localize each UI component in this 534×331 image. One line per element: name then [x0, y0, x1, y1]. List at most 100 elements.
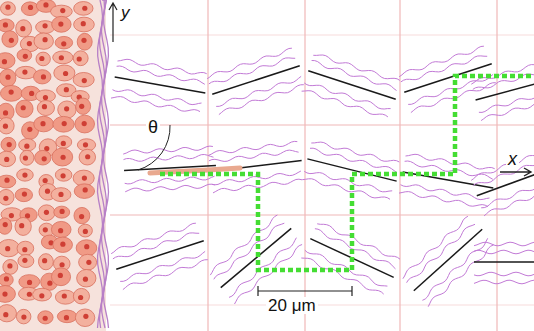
collagen-fiber — [302, 179, 390, 200]
cell-nucleus — [60, 173, 65, 178]
cell-nucleus — [62, 121, 67, 126]
collagen-fiber — [311, 142, 399, 162]
cell-nucleus — [78, 295, 83, 300]
fiber-direction — [212, 66, 299, 94]
tissue-cell — [16, 309, 31, 324]
tissue-cell — [34, 33, 53, 49]
tissue-cell — [74, 17, 95, 32]
tissue-ground — [0, 0, 106, 331]
tissue-cell — [76, 98, 91, 114]
cell-nucleus — [5, 246, 10, 251]
cell-nucleus — [42, 104, 47, 109]
membrane-fiber — [104, 0, 109, 328]
tissue-cell — [0, 175, 16, 188]
cell-nucleus — [40, 121, 45, 126]
cell-nucleus — [83, 142, 88, 147]
cell-nucleus — [42, 258, 47, 263]
cell-nucleus — [22, 172, 27, 177]
cell-nucleus — [27, 292, 32, 297]
cell-nucleus — [9, 89, 14, 94]
cell-nucleus — [82, 175, 87, 180]
collagen-fiber — [474, 272, 534, 276]
tissue-cell — [55, 290, 75, 304]
tissue-cell — [74, 2, 93, 16]
tissue-cell — [75, 309, 94, 327]
collagen-fiber — [207, 48, 292, 78]
collagen-fiber — [219, 85, 304, 115]
tissue-cell — [74, 207, 90, 223]
collagen-fiber — [405, 161, 493, 179]
tissue-cell — [51, 221, 71, 237]
cell-nucleus — [29, 91, 34, 96]
tissue-cell — [77, 33, 92, 50]
tissue-cell — [16, 100, 33, 117]
fiber-direction — [474, 261, 534, 263]
grid-lines — [110, 0, 534, 331]
collagen-fiber — [302, 91, 388, 117]
tissue-cell — [53, 116, 74, 132]
tissue-cell — [73, 288, 89, 304]
cell-nucleus — [83, 277, 88, 282]
tissue-cell — [78, 224, 92, 237]
cell-nucleus — [82, 78, 87, 83]
collagen-fiber — [120, 251, 205, 281]
tissue-cell — [38, 311, 53, 324]
collagen-fiber — [401, 185, 490, 200]
tissue-cell — [73, 51, 88, 66]
cell-nucleus — [58, 22, 63, 27]
tissue-cell — [74, 184, 94, 199]
collagen-fiber — [428, 245, 493, 307]
cell-nucleus — [28, 5, 33, 10]
cell-nucleus — [3, 312, 8, 317]
tissue-cell — [17, 169, 34, 181]
collagen-fiber — [117, 66, 205, 84]
cell-nucleus — [41, 74, 46, 79]
cell-nucleus — [59, 55, 64, 60]
tissue-cell — [16, 20, 32, 37]
cell-nucleus — [83, 187, 88, 192]
collagen-fiber — [125, 184, 215, 192]
tissue-cell — [51, 188, 71, 202]
cell-nucleus — [44, 210, 49, 215]
cell-nucleus — [60, 8, 65, 13]
collagen-fiber — [209, 150, 299, 161]
tissue-cell — [52, 16, 71, 32]
cell-nucleus — [86, 260, 91, 265]
cell-nucleus — [63, 71, 68, 76]
tissue-cell — [56, 136, 72, 148]
tissue-cell — [37, 100, 54, 115]
collagen-fiber — [111, 223, 196, 254]
collagen-fiber — [113, 90, 202, 105]
tissue-cell — [0, 286, 15, 303]
cell-nucleus — [79, 104, 84, 109]
collagen-fiber — [111, 97, 200, 112]
collagen-fiber — [208, 141, 297, 155]
cell-nucleus — [9, 38, 14, 43]
collagen-fiber — [481, 95, 534, 121]
tissue-cell — [1, 137, 16, 151]
tissue-cell — [34, 116, 54, 132]
tissue-cell — [15, 217, 31, 235]
cell-nucleus — [64, 315, 69, 320]
cell-nucleus — [81, 21, 86, 26]
tissue-cell — [20, 150, 34, 165]
cell-nucleus — [23, 156, 28, 161]
cell-nucleus — [83, 229, 88, 234]
cell-nucleus — [58, 273, 63, 278]
tissue-cell — [0, 85, 22, 101]
collagen-fiber — [399, 192, 488, 207]
cell-nucleus — [45, 189, 50, 194]
cell-nucleus — [4, 178, 9, 183]
cell-nucleus — [39, 56, 44, 61]
collagen-fiber — [123, 146, 213, 154]
cell-nucleus — [39, 293, 44, 298]
cell-nucleus — [60, 155, 65, 160]
tissue-cell — [0, 218, 12, 234]
collagen-fiber — [317, 224, 400, 259]
tissue-cell — [52, 148, 73, 166]
cell-nucleus — [82, 6, 87, 11]
collagen-fiber — [304, 83, 390, 109]
tissue-cell — [35, 150, 51, 165]
tissue-cell — [77, 269, 96, 287]
